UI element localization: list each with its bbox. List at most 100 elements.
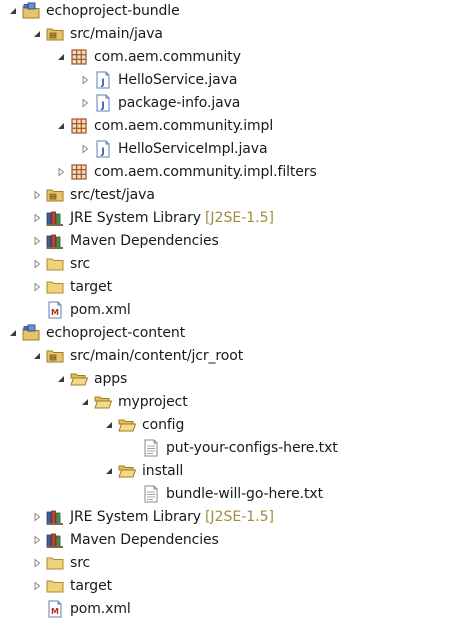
tree-item-label: config <box>142 417 185 433</box>
expanded-arrow-icon[interactable] <box>54 368 68 390</box>
collapsed-arrow-icon[interactable] <box>30 276 44 298</box>
tree-item[interactable]: apps <box>54 368 127 390</box>
tree-item-label: pom.xml <box>70 601 131 617</box>
tree-item-label: echoproject-bundle <box>46 3 180 19</box>
tree-item-label: com.aem.community <box>94 49 241 65</box>
svg-text:J: J <box>100 78 104 88</box>
tree-item[interactable]: config <box>102 414 184 436</box>
collapsed-arrow-icon[interactable] <box>30 529 44 551</box>
tree-item-label: src/test/java <box>70 187 155 203</box>
tree-item-label: myproject <box>118 394 188 410</box>
tree-item[interactable]: src <box>30 253 90 275</box>
tree-item[interactable]: J HelloService.java <box>78 69 237 91</box>
collapsed-arrow-icon[interactable] <box>30 253 44 275</box>
expanded-arrow-icon[interactable] <box>54 115 68 137</box>
tree-spacer <box>30 299 44 321</box>
collapsed-arrow-icon[interactable] <box>54 161 68 183</box>
tree-item[interactable]: com.aem.community.impl.filters <box>54 161 317 183</box>
tree-spacer <box>126 437 140 459</box>
tree-item[interactable]: echoproject-bundle <box>6 0 180 22</box>
svg-text:J: J <box>100 147 104 157</box>
expanded-arrow-icon[interactable] <box>54 46 68 68</box>
tree-item-label: install <box>142 463 184 479</box>
text-file-icon <box>142 485 160 503</box>
tree-item[interactable]: target <box>30 276 112 298</box>
tree-item-label: src/main/content/jcr_root <box>70 348 244 364</box>
tree-item[interactable]: Maven Dependencies <box>30 230 219 252</box>
collapsed-arrow-icon[interactable] <box>30 575 44 597</box>
source-folder-icon <box>46 347 64 365</box>
tree-spacer <box>30 598 44 620</box>
tree-item[interactable]: put-your-configs-here.txt <box>126 437 338 459</box>
collapsed-arrow-icon[interactable] <box>78 69 92 91</box>
java-file-icon: J <box>94 140 112 158</box>
tree-item[interactable]: Maven Dependencies <box>30 529 219 551</box>
expanded-arrow-icon[interactable] <box>30 23 44 45</box>
tree-item[interactable]: com.aem.community.impl <box>54 115 273 137</box>
maven-pom-icon: M <box>46 600 64 618</box>
library-version-decoration: [J2SE-1.5] <box>204 210 274 226</box>
tree-item[interactable]: src/main/java <box>30 23 163 45</box>
tree-item[interactable]: echoproject-content <box>6 322 185 344</box>
tree-item-label: com.aem.community.impl.filters <box>94 164 317 180</box>
library-icon <box>46 531 64 549</box>
folder-icon <box>46 554 64 572</box>
tree-item-label: apps <box>94 371 128 387</box>
tree-item-label: src <box>70 256 91 272</box>
tree-item[interactable]: install <box>102 460 183 482</box>
tree-item-label: HelloServiceImpl.java <box>118 141 268 157</box>
tree-item-label: JRE System Library <box>70 509 201 525</box>
tree-item[interactable]: src/test/java <box>30 184 155 206</box>
expanded-arrow-icon[interactable] <box>30 345 44 367</box>
svg-text:M: M <box>51 607 59 616</box>
source-folder-icon <box>46 186 64 204</box>
tree-item[interactable]: com.aem.community <box>54 46 241 68</box>
folder-icon <box>46 278 64 296</box>
folder-open-icon <box>94 393 112 411</box>
tree-item[interactable]: src <box>30 552 90 574</box>
expanded-arrow-icon[interactable] <box>78 391 92 413</box>
collapsed-arrow-icon[interactable] <box>30 207 44 229</box>
tree-item[interactable]: myproject <box>78 391 188 413</box>
project-icon <box>22 2 40 20</box>
tree-item-label: bundle-will-go-here.txt <box>166 486 323 502</box>
tree-item-label: echoproject-content <box>46 325 186 341</box>
folder-icon <box>46 255 64 273</box>
tree-item[interactable]: target <box>30 575 112 597</box>
collapsed-arrow-icon[interactable] <box>30 230 44 252</box>
folder-open-icon <box>70 370 88 388</box>
tree-item[interactable]: bundle-will-go-here.txt <box>126 483 323 505</box>
text-file-icon <box>142 439 160 457</box>
tree-item[interactable]: JRE System Library[J2SE-1.5] <box>30 207 274 229</box>
tree-item-label: target <box>70 279 112 295</box>
java-file-icon: J <box>94 71 112 89</box>
tree-item-label: package-info.java <box>118 95 241 111</box>
tree-item-label: Maven Dependencies <box>70 233 219 249</box>
folder-icon <box>46 577 64 595</box>
collapsed-arrow-icon[interactable] <box>78 138 92 160</box>
maven-pom-icon: M <box>46 301 64 319</box>
expanded-arrow-icon[interactable] <box>6 322 20 344</box>
tree-item-label: pom.xml <box>70 302 131 318</box>
tree-item-label: put-your-configs-here.txt <box>166 440 338 456</box>
project-icon <box>22 324 40 342</box>
tree-item[interactable]: JRE System Library[J2SE-1.5] <box>30 506 274 528</box>
expanded-arrow-icon[interactable] <box>102 460 116 482</box>
collapsed-arrow-icon[interactable] <box>30 552 44 574</box>
folder-open-icon <box>118 462 136 480</box>
library-icon <box>46 508 64 526</box>
expanded-arrow-icon[interactable] <box>6 0 20 22</box>
tree-item[interactable]: J HelloServiceImpl.java <box>78 138 268 160</box>
expanded-arrow-icon[interactable] <box>102 414 116 436</box>
tree-item-label: HelloService.java <box>118 72 238 88</box>
svg-text:J: J <box>100 101 104 111</box>
tree-item[interactable]: src/main/content/jcr_root <box>30 345 243 367</box>
collapsed-arrow-icon[interactable] <box>78 92 92 114</box>
collapsed-arrow-icon[interactable] <box>30 184 44 206</box>
collapsed-arrow-icon[interactable] <box>30 506 44 528</box>
library-icon <box>46 209 64 227</box>
tree-item-label: target <box>70 578 112 594</box>
